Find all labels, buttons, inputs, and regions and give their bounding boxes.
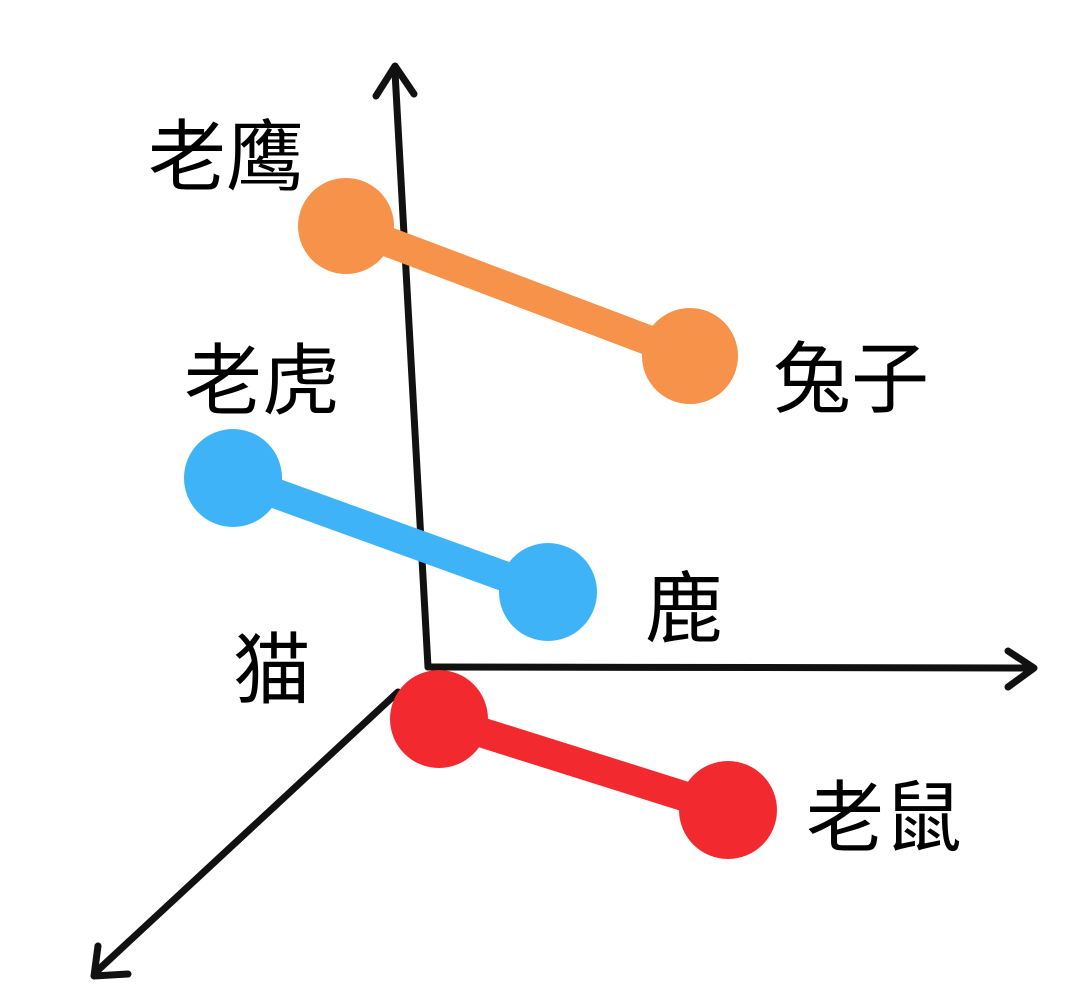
eagle-rabbit-connector	[331, 211, 705, 371]
cat-mouse-connector	[424, 704, 743, 825]
pair-eagle-rabbit	[298, 178, 738, 404]
x-axis-line	[424, 663, 1034, 672]
pair-cat-mouse	[390, 670, 777, 859]
x-axis-arrowhead	[1004, 647, 1038, 691]
axes	[90, 62, 1038, 980]
label-deer: 鹿	[645, 565, 723, 655]
tiger-node	[184, 429, 282, 527]
deer-node	[499, 543, 597, 641]
label-cat: 猫	[233, 626, 311, 716]
y-axis-line	[391, 68, 432, 671]
z-axis-arrowhead	[90, 942, 132, 980]
tiger-deer-connector	[218, 463, 563, 607]
cat-node	[390, 670, 488, 768]
pair-tiger-deer	[184, 429, 597, 641]
label-eagle: 老鹰	[148, 113, 304, 203]
rabbit-node	[642, 308, 738, 404]
mouse-node	[679, 761, 777, 859]
label-mouse: 老鼠	[806, 774, 962, 864]
labels: 老鹰 兔子 老虎 鹿 猫 老鼠	[148, 113, 962, 864]
eagle-node	[298, 178, 394, 274]
z-axis-line	[92, 688, 402, 976]
y-axis-arrowhead	[372, 62, 418, 100]
label-rabbit: 兔子	[773, 335, 929, 425]
label-tiger: 老虎	[184, 337, 340, 427]
